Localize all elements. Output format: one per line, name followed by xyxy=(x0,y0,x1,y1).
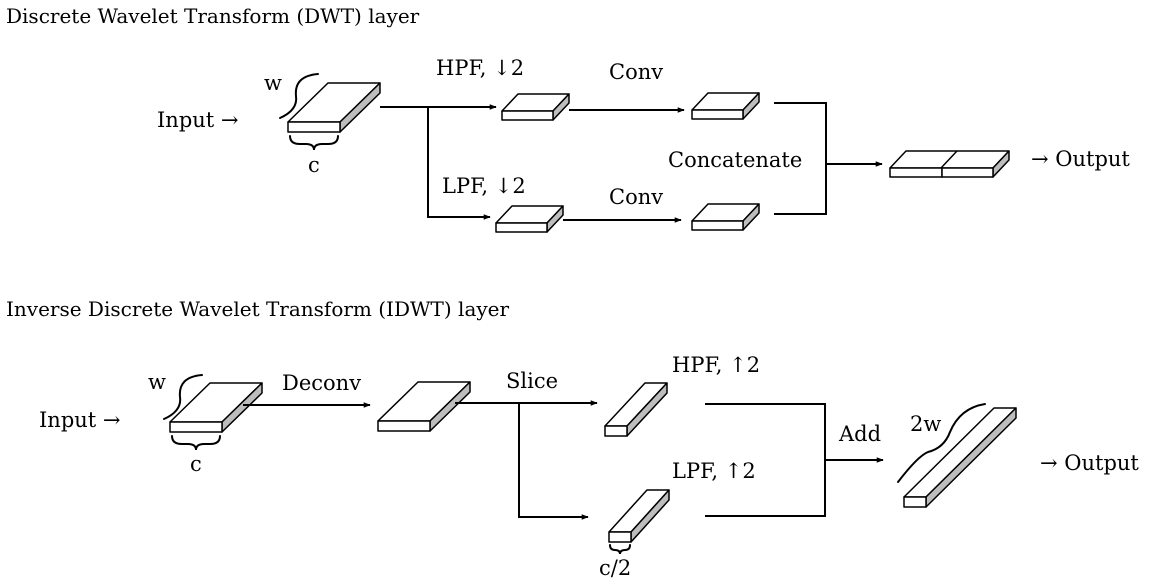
idwt-c-brace xyxy=(171,435,221,451)
idwt-c-half-brace xyxy=(609,544,631,555)
dwt-input-label: Input → xyxy=(157,108,239,132)
dwt-lpf-label: LPF, ↓2 xyxy=(442,174,526,198)
idwt-slice-label: Slice xyxy=(506,369,558,393)
dwt-c-label: c xyxy=(308,153,320,177)
idwt-slice-bottom-arrow xyxy=(518,403,589,520)
dwt-concat-bracket xyxy=(774,102,827,215)
idwt-add-label: Add xyxy=(838,422,881,446)
dwt-concat-label: Concatenate xyxy=(668,148,802,172)
idwt-w-label: w xyxy=(148,370,166,394)
idwt-output-block xyxy=(903,407,1017,508)
dwt-title: Discrete Wavelet Transform (DWT) layer xyxy=(6,4,420,28)
idwt-w-brace xyxy=(163,374,203,420)
idwt-2w-label: 2w xyxy=(910,412,941,436)
dwt-conv-bottom-block xyxy=(691,203,760,231)
dwt-conv-top-label: Conv xyxy=(609,60,663,84)
dwt-section: Discrete Wavelet Transform (DWT) layer I… xyxy=(6,4,1130,233)
dwt-hpf-label: HPF, ↓2 xyxy=(436,56,524,80)
dwt-c-brace xyxy=(289,135,339,151)
idwt-hpf-label: HPF, ↑2 xyxy=(672,353,760,377)
dwt-w-brace xyxy=(279,73,319,119)
idwt-title: Inverse Discrete Wavelet Transform (IDWT… xyxy=(6,297,510,321)
idwt-hpf-block xyxy=(604,382,668,437)
idwt-deconv-block xyxy=(377,381,471,432)
dwt-output-label: → Output xyxy=(1031,147,1130,171)
dwt-input-block xyxy=(287,82,381,133)
dwt-split-line xyxy=(380,106,491,220)
dwt-conv-bottom-label: Conv xyxy=(609,185,663,209)
idwt-input-block xyxy=(169,382,263,433)
idwt-2w-brace xyxy=(897,403,986,483)
idwt-lpf-label: LPF, ↑2 xyxy=(672,459,756,483)
dwt-conv-top-block xyxy=(691,92,760,120)
idwt-deconv-label: Deconv xyxy=(282,371,361,395)
idwt-section: Inverse Discrete Wavelet Transform (IDWT… xyxy=(6,297,1139,580)
dwt-output-block xyxy=(889,150,1010,178)
dwt-hpf-block xyxy=(501,93,570,121)
idwt-c-label: c xyxy=(190,452,202,476)
idwt-input-label: Input → xyxy=(39,408,121,432)
dwt-w-label: w xyxy=(264,71,282,95)
idwt-c-half-label: c/2 xyxy=(599,556,631,580)
dwt-lpf-block xyxy=(495,205,564,233)
idwt-lpf-block xyxy=(608,489,670,543)
idwt-output-label: → Output xyxy=(1040,451,1139,475)
